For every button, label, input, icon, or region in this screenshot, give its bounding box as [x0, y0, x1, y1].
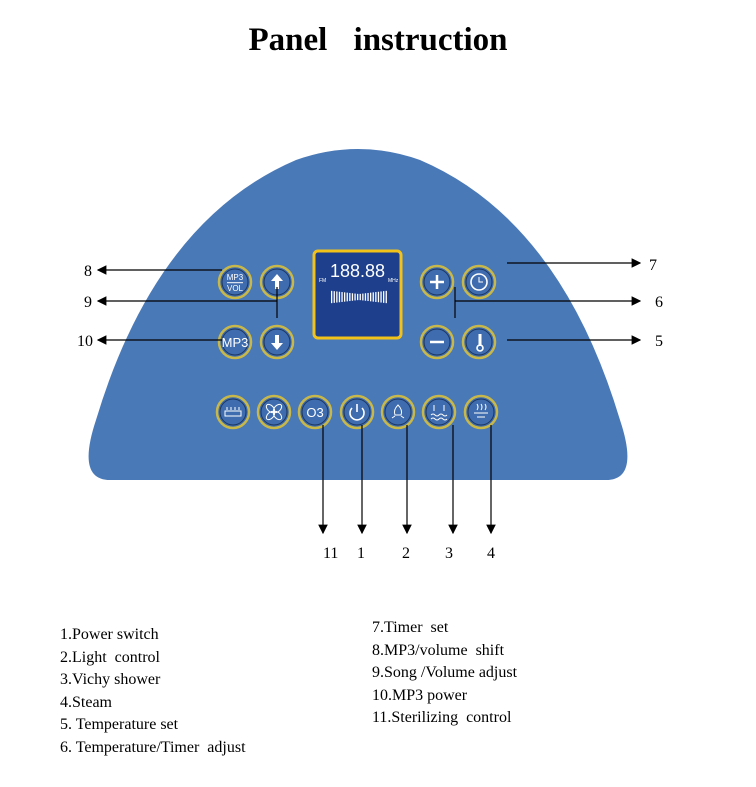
level-bar	[375, 292, 377, 302]
legend-item: 9.Song /Volume adjust	[372, 664, 518, 681]
callout-7: 7	[649, 257, 657, 274]
legend-right: 7.Timer set 8.MP3/volume shift 9.Song /V…	[372, 617, 517, 730]
legend-item: 3.Vichy shower	[60, 671, 161, 688]
power-button[interactable]	[339, 394, 375, 430]
level-bar	[331, 290, 333, 304]
bulb-icon	[391, 404, 405, 419]
plus-button[interactable]	[419, 264, 455, 300]
level-bar	[359, 293, 361, 301]
light-button[interactable]	[380, 394, 416, 430]
callout-11: 11	[323, 545, 338, 562]
callout-2: 2	[402, 545, 410, 562]
clock-icon	[470, 273, 488, 291]
steam-icon	[474, 403, 488, 418]
mp3-icon: MP3	[222, 335, 249, 350]
level-bar	[341, 292, 343, 302]
legend-item: 4.Steam	[60, 693, 112, 711]
level-bar	[351, 293, 354, 301]
o3-icon: O3	[306, 405, 323, 420]
legend-item: 11.Sterilizing control	[372, 709, 512, 726]
callout-3: 3	[445, 545, 453, 562]
display-digits: 188.88	[330, 261, 385, 281]
vichy-shower-button[interactable]	[421, 394, 457, 430]
legend-item: 7.Timer set	[372, 619, 449, 636]
button-label: O3	[306, 405, 323, 420]
volume-down-button[interactable]	[259, 324, 295, 360]
page-title: Panel instruction	[248, 22, 508, 58]
mp3-power-button[interactable]: MP3	[217, 324, 253, 360]
level-bar	[357, 293, 359, 301]
legend-item: 1.Power switch	[60, 626, 159, 643]
fan-button[interactable]	[256, 394, 292, 430]
minus-button[interactable]	[419, 324, 455, 360]
legend-item: 8.MP3/volume shift	[372, 641, 505, 659]
down-icon	[271, 335, 283, 350]
display-mhz: MHz	[388, 278, 399, 284]
level-bar	[344, 292, 346, 302]
level-bar	[372, 292, 374, 302]
level-bar	[364, 293, 367, 301]
ozone-button[interactable]: O3	[297, 394, 333, 430]
level-bar	[377, 291, 380, 303]
legend-item: 10.MP3 power	[372, 686, 468, 704]
up-icon	[271, 274, 283, 289]
display-fm: FM	[319, 278, 326, 284]
plus-icon	[430, 275, 444, 289]
heat-icon	[224, 407, 242, 417]
timer-button[interactable]	[461, 264, 497, 300]
callout-9: 9	[84, 294, 92, 311]
level-bar	[336, 291, 338, 303]
level-bar	[362, 293, 364, 301]
fan-icon	[265, 403, 283, 421]
level-bar	[333, 291, 335, 303]
button-label: VOL	[227, 284, 244, 293]
button-label: MP3	[222, 335, 249, 350]
level-bar	[346, 292, 348, 302]
level-bar	[338, 291, 341, 303]
level-bar	[349, 292, 351, 302]
callout-4: 4	[487, 545, 495, 562]
callout-10: 10	[77, 333, 93, 350]
level-bar	[370, 292, 372, 302]
button-label: MP3	[227, 273, 244, 282]
level-bar	[383, 291, 385, 303]
level-bar	[380, 291, 382, 303]
legend-item: 5. Temperature set	[60, 716, 179, 733]
callout-8: 8	[84, 263, 92, 280]
power-icon	[349, 404, 365, 421]
callout-6: 6	[655, 294, 663, 311]
callout-1: 1	[357, 545, 365, 562]
level-bar	[367, 292, 369, 302]
display-level-bars	[331, 290, 387, 304]
steam-button[interactable]	[463, 394, 499, 430]
level-bar	[385, 290, 387, 304]
legend-left: 1.Power switch 2.Light control 3.Vichy s…	[60, 624, 246, 759]
heater-button[interactable]	[215, 394, 251, 430]
callout-5: 5	[655, 333, 663, 350]
legend-item: 6. Temperature/Timer adjust	[60, 738, 246, 756]
temperature-button[interactable]	[461, 324, 497, 360]
legend-item: 2.Light control	[60, 648, 160, 666]
level-bar	[354, 293, 356, 301]
shower-icon	[430, 405, 448, 421]
thermo-icon	[476, 334, 484, 352]
